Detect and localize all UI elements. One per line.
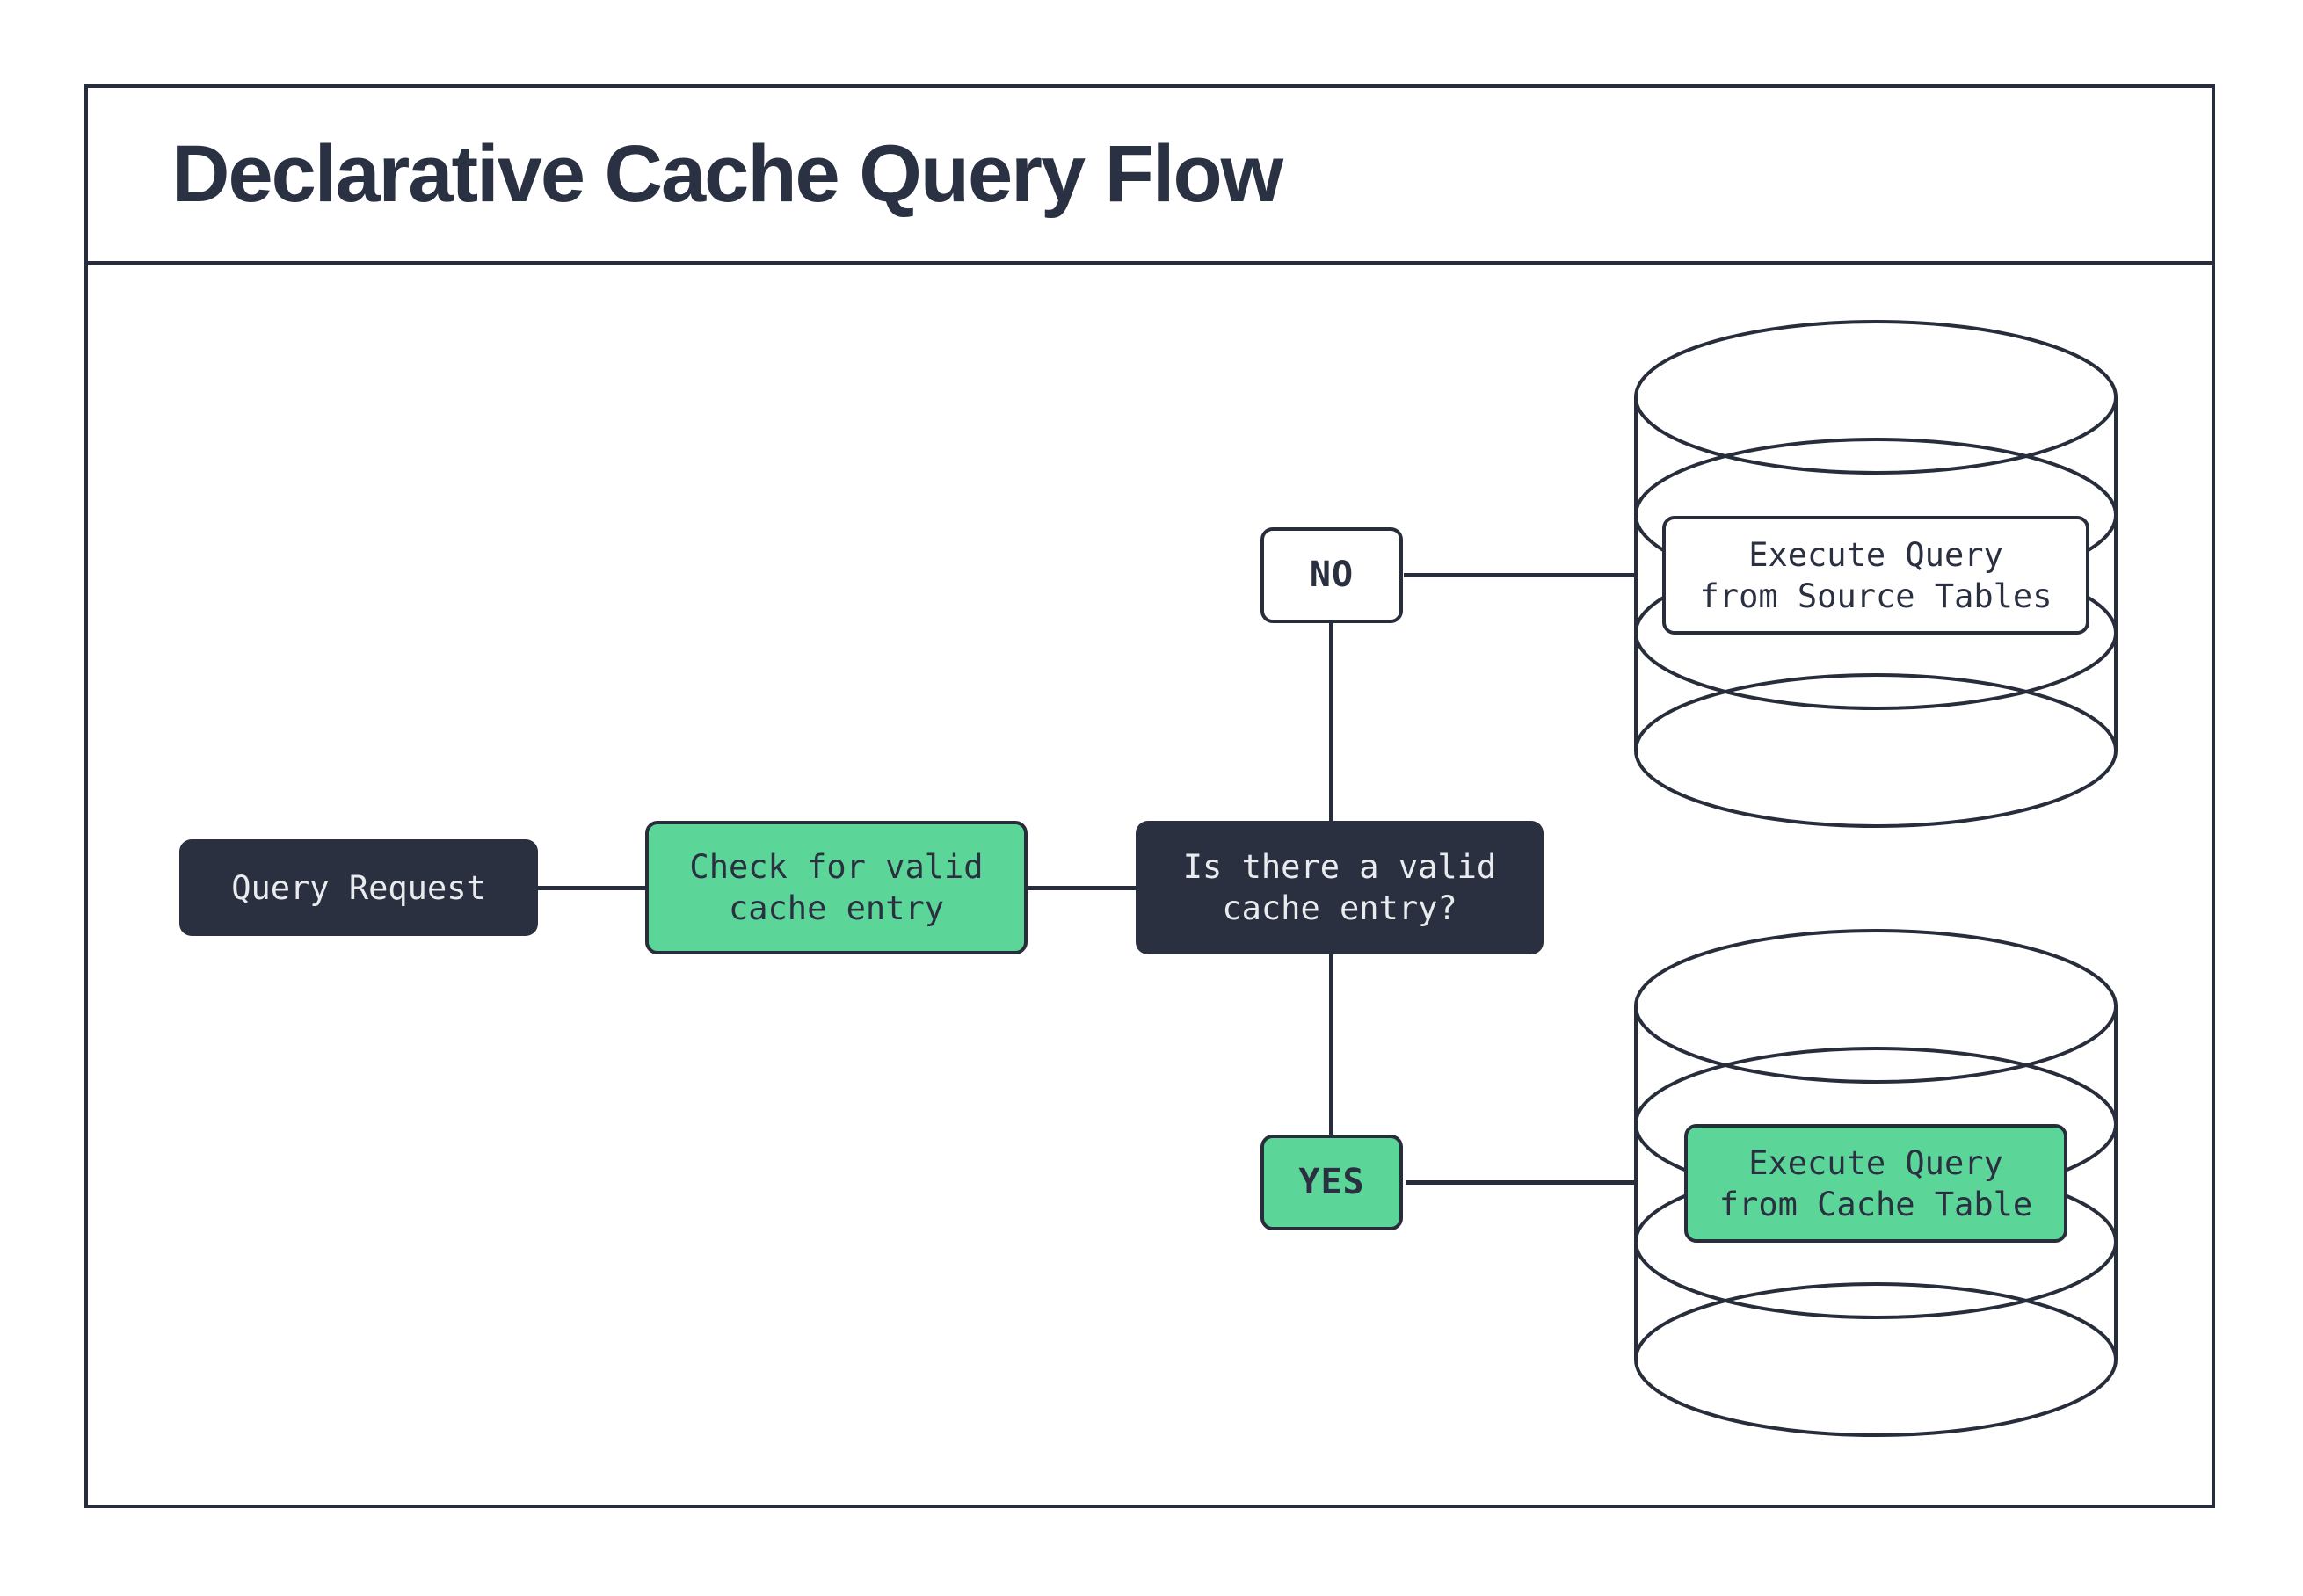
cylinder-top-ellipse — [1634, 320, 2118, 475]
badge-label: NO — [1309, 555, 1355, 595]
connector-check-to-decision — [1028, 886, 1136, 890]
node-label-line2: cache entry? — [1222, 889, 1457, 927]
node-label-line2: from Source Tables — [1699, 577, 2052, 615]
badge-yes: YES — [1260, 1135, 1403, 1230]
node-label: Query Request — [231, 868, 486, 907]
node-execute-source: Execute Query from Source Tables — [1662, 516, 2089, 635]
cylinder-bottom-ellipse — [1634, 1282, 2118, 1437]
node-label-line1: Execute Query — [1748, 1143, 2003, 1182]
node-label-line1: Is there a valid — [1182, 848, 1497, 886]
node-decision: Is there a valid cache entry? — [1136, 821, 1544, 954]
connector-query-to-check — [538, 886, 645, 890]
node-label-line1: Execute Query — [1748, 535, 2003, 574]
cylinder-sides — [1634, 397, 2118, 751]
connector-decision-to-yes — [1329, 954, 1333, 1135]
node-check-cache: Check for valid cache entry — [645, 821, 1028, 954]
node-label-line2: from Cache Table — [1718, 1185, 2033, 1223]
connector-no-to-source-db — [1404, 573, 1634, 577]
badge-label: YES — [1298, 1162, 1365, 1202]
connector-yes-to-cache-db — [1406, 1180, 1634, 1185]
node-query-request: Query Request — [179, 839, 538, 936]
node-execute-cache: Execute Query from Cache Table — [1684, 1124, 2067, 1243]
cylinder-sides — [1634, 1006, 2118, 1360]
badge-no: NO — [1260, 527, 1403, 623]
page-title: Declarative Cache Query Flow — [171, 129, 1283, 219]
node-label-line2: cache entry — [728, 889, 945, 927]
diagram-header: Declarative Cache Query Flow — [88, 88, 2212, 265]
cylinder-bottom-ellipse — [1634, 673, 2118, 828]
cylinder-top-ellipse — [1634, 929, 2118, 1084]
diagram-frame: Declarative Cache Query Flow — [84, 84, 2215, 1508]
node-label-line1: Check for valid — [689, 848, 984, 886]
connector-decision-to-no — [1329, 623, 1333, 821]
